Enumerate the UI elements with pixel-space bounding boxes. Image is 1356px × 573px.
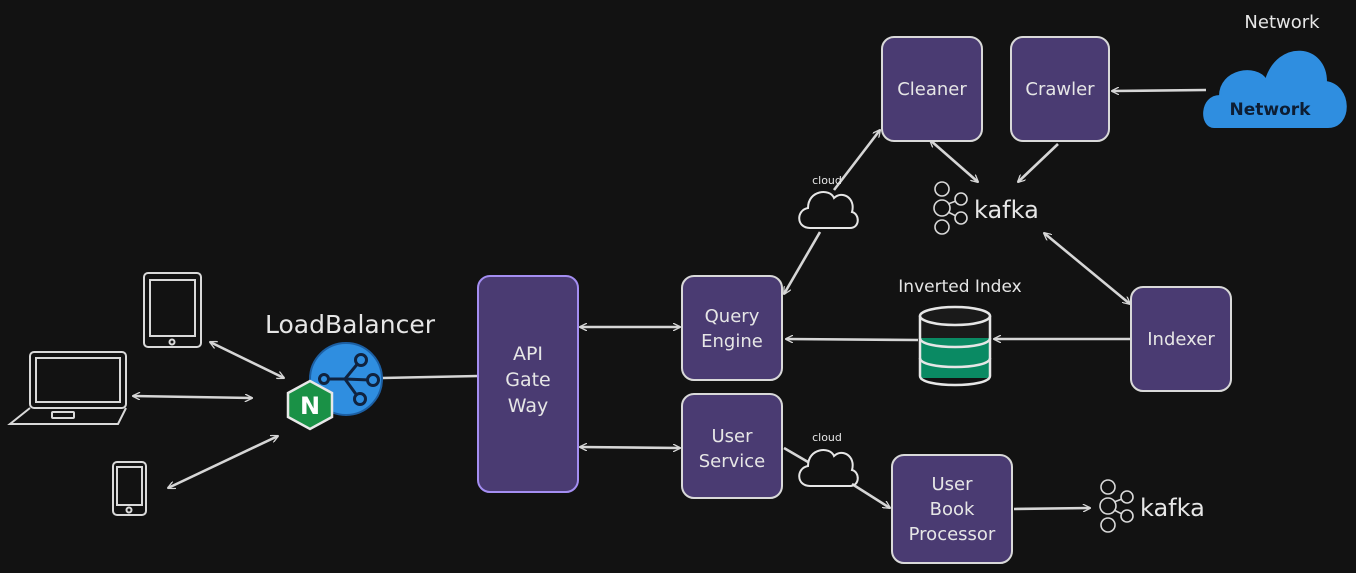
arrow-crawler-kafka xyxy=(1018,143,1059,182)
user-service-node[interactable]: User Service xyxy=(681,393,783,499)
database-icon xyxy=(918,305,992,387)
network-cloud-label: Network xyxy=(1230,100,1312,120)
indexer-node[interactable]: Indexer xyxy=(1130,286,1232,392)
query-engine-line2: Engine xyxy=(701,331,763,352)
user-service-line2: Service xyxy=(699,451,766,472)
nginx-icon: N xyxy=(286,379,334,431)
crawler-node[interactable]: Crawler xyxy=(1010,36,1110,142)
laptop-icon xyxy=(7,351,127,425)
arrow-cloud-ubp xyxy=(851,482,890,508)
cloud-icon xyxy=(1203,50,1347,128)
api-gateway-node[interactable]: API Gate Way xyxy=(477,275,579,493)
arrow-cleaner-kafka xyxy=(930,140,978,182)
arrow-gateway-user xyxy=(580,447,680,448)
cloud-icon xyxy=(798,191,859,229)
api-gateway-line2: Gate xyxy=(505,369,551,391)
phone-icon xyxy=(112,461,147,516)
user-book-processor-node[interactable]: User Book Processor xyxy=(891,454,1013,564)
user-service-line1: User xyxy=(711,426,753,447)
connections xyxy=(133,90,1207,509)
kafka-top-label: kafka xyxy=(974,196,1039,224)
cloud-small-top-label: cloud xyxy=(812,174,842,187)
api-gateway-line1: API xyxy=(513,343,543,365)
query-engine-line1: Query xyxy=(705,306,760,327)
arrow-kafka-indexer xyxy=(1044,233,1130,304)
network-title: Network xyxy=(1244,12,1320,33)
arrow-cloud-cleaner xyxy=(832,130,880,191)
cleaner-label: Cleaner xyxy=(897,79,967,100)
nginx-letter: N xyxy=(300,392,320,420)
kafka-bottom-label: kafka xyxy=(1140,494,1205,522)
cleaner-node[interactable]: Cleaner xyxy=(881,36,983,142)
line-lb-gateway xyxy=(381,374,479,380)
ubp-line1: User xyxy=(931,474,973,495)
kafka-icon xyxy=(933,181,968,235)
query-engine-node[interactable]: Query Engine xyxy=(681,275,783,381)
crawler-label: Crawler xyxy=(1025,79,1095,100)
ubp-line2: Book xyxy=(930,499,975,520)
ubp-line3: Processor xyxy=(909,524,996,545)
arrow-ubp-kafka xyxy=(1013,508,1090,509)
cloud-small-bottom-label: cloud xyxy=(812,431,842,444)
tablet-icon xyxy=(143,272,202,348)
arrow-db-query xyxy=(786,339,919,340)
arrow-query-cloud xyxy=(782,231,822,294)
arrow-laptop-lb xyxy=(133,396,252,398)
cloud-icon xyxy=(798,449,859,487)
arrow-phone-lb xyxy=(168,436,278,488)
load-balancer-label: LoadBalancer xyxy=(265,310,436,339)
inverted-index-label: Inverted Index xyxy=(898,277,1021,297)
indexer-label: Indexer xyxy=(1147,329,1215,350)
arrow-network-crawler xyxy=(1112,90,1207,91)
kafka-icon xyxy=(1099,479,1134,533)
api-gateway-line3: Way xyxy=(508,395,548,417)
arrow-tablet-lb xyxy=(210,340,284,380)
line-user-cloud xyxy=(783,446,809,464)
